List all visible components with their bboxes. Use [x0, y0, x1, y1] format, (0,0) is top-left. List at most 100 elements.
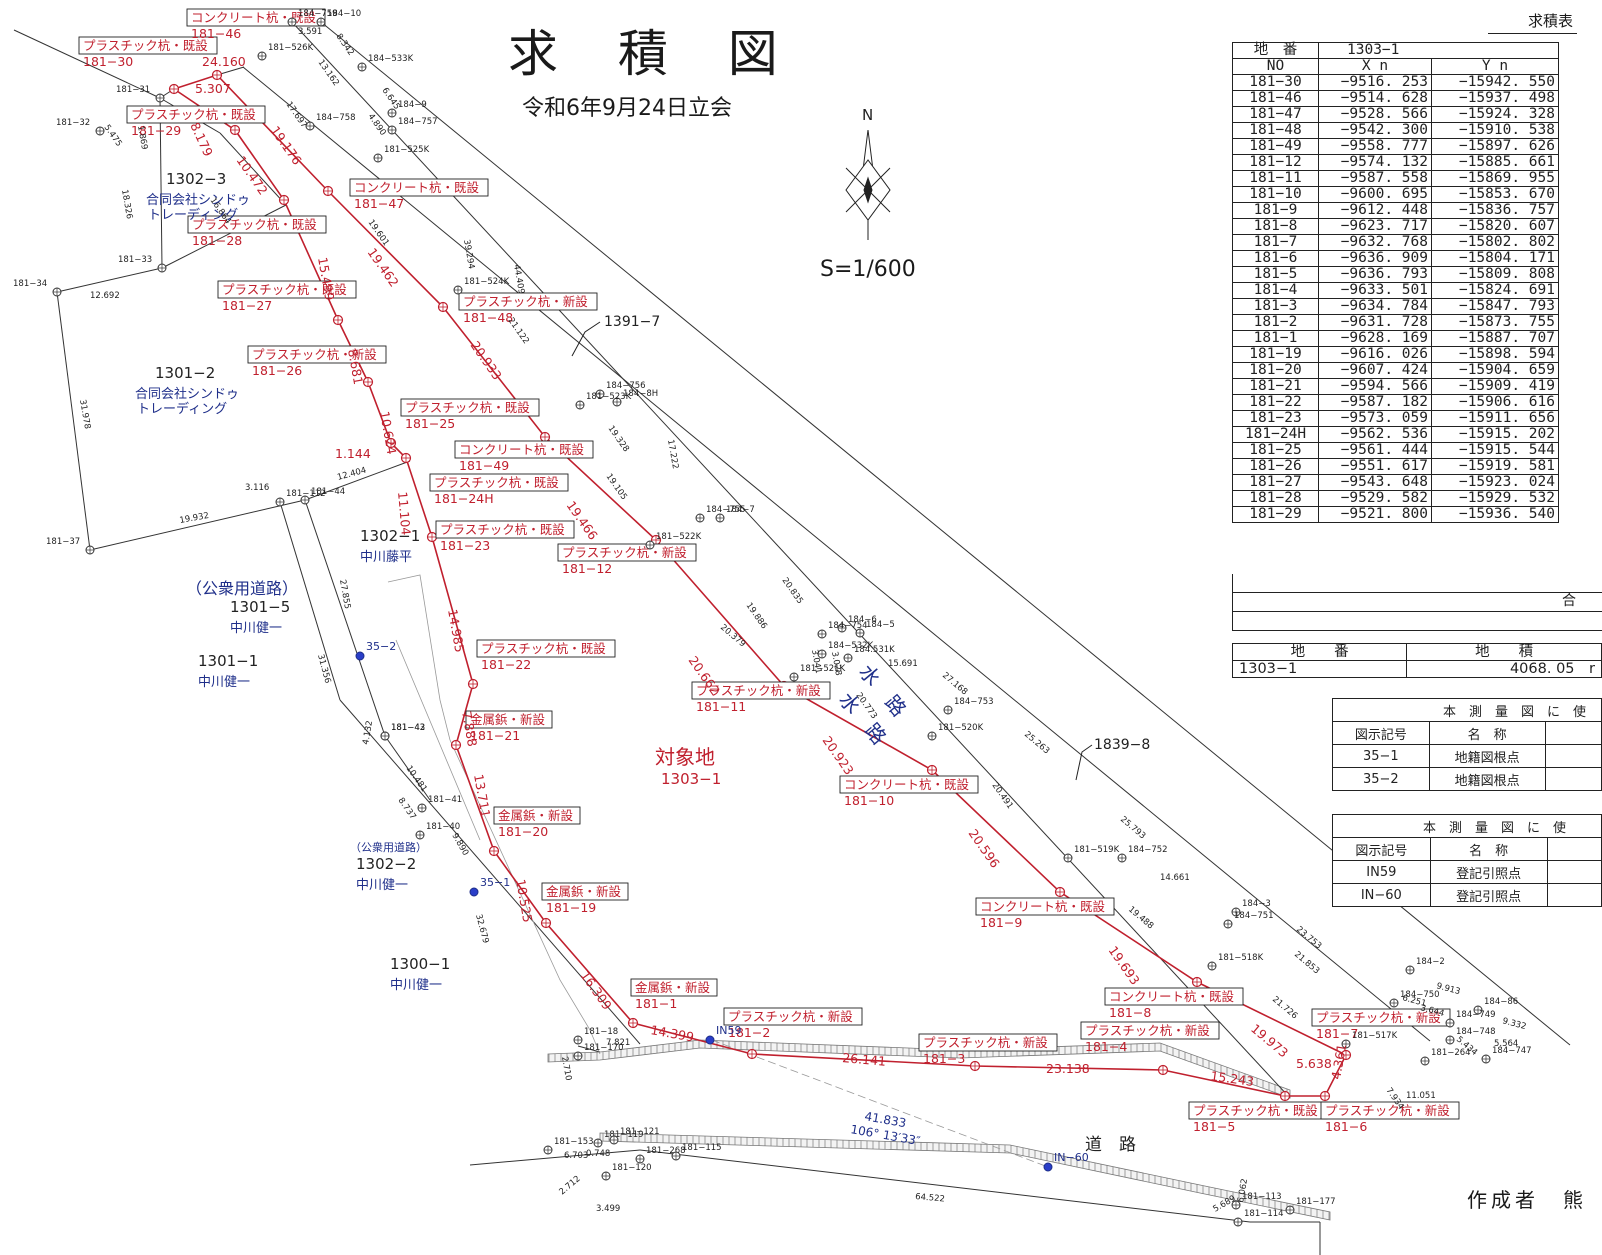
coord-y: −15853. 670 [1431, 186, 1559, 203]
coord-x: −9636. 793 [1318, 266, 1432, 283]
neighbour-distance-label: 18.326 [119, 189, 134, 220]
coord-y: −15809. 808 [1431, 266, 1559, 283]
coord-no: 181−47 [1232, 106, 1319, 123]
col-no: NO [1232, 58, 1319, 75]
control-point: IN59 [705, 1024, 741, 1045]
point-id-label: 184−749 [1456, 1010, 1496, 1020]
coord-row: 181−47−9528. 566−15924. 328 [1232, 106, 1559, 123]
point-id-label: 181−47 [354, 196, 404, 211]
neighbour-point: 184−9 [387, 100, 427, 118]
coord-x: −9514. 628 [1318, 90, 1432, 107]
point-id-label: 184−532K [828, 641, 874, 651]
boundary-distance-label: 19.693 [1106, 943, 1143, 987]
control-row-name: 地籍図根点 [1428, 744, 1546, 768]
coord-no: 181−1 [1232, 330, 1319, 347]
coord-x: −9634. 784 [1318, 298, 1432, 315]
neighbour-point: 184−753 [943, 697, 994, 715]
neighbour-distance-label: 3.591 [298, 27, 322, 37]
neighbour-distance-label: 21.726 [1270, 995, 1299, 1022]
point-id-label: 181−521K [800, 664, 846, 674]
north-arrow-icon [845, 129, 891, 240]
monument-type-label: プラスチック杭・新設 [463, 294, 588, 309]
control-col-symbol: 図示記号 [1332, 721, 1430, 745]
neighbour-point: 184−755 [695, 505, 746, 523]
point-id-label: 181−24H [434, 491, 494, 506]
coord-y: −15904. 659 [1431, 362, 1559, 379]
point-id-label: 181−23 [440, 538, 490, 553]
coord-no: 181−7 [1232, 234, 1319, 251]
coord-x: −9558. 777 [1318, 138, 1432, 155]
point-id-label: 181−18 [584, 1027, 618, 1037]
neighbour-point: 181−518K [1207, 953, 1264, 971]
neighbour-point: 181−43 [380, 723, 425, 741]
point-id-label: 181−20 [498, 824, 548, 839]
point-id-label: 181−40 [426, 822, 460, 832]
point-id-label: 181−119 [604, 1130, 644, 1140]
point-id-label: 181−37 [46, 537, 80, 547]
coord-row: 181−3−9634. 784−15847. 793 [1232, 298, 1559, 315]
coord-x: −9587. 558 [1318, 170, 1432, 187]
coord-no: 181−28 [1232, 490, 1319, 507]
neighbour-point: 184−750 [1389, 990, 1440, 1008]
point-id-label: 181−22 [481, 657, 531, 672]
coord-y: −15924. 328 [1431, 106, 1559, 123]
coord-no: 181−20 [1232, 362, 1319, 379]
neighbour-distance-label: 3.116 [245, 483, 269, 493]
boundary-distance-label: 11.104 [395, 491, 414, 536]
point-id-label: 181−115 [682, 1143, 722, 1153]
point-id-label: 181−48 [463, 310, 513, 325]
neighbour-distance-label: 8.342 [334, 32, 356, 58]
coord-y: −15804. 171 [1431, 250, 1559, 267]
coord-no: 181−3 [1232, 298, 1319, 315]
parcel-number: 1300−1 [390, 955, 450, 973]
area-value: 4068. 05 r [1406, 660, 1602, 678]
coord-y: −15915. 202 [1431, 426, 1559, 443]
neighbour-point: 181−115 [671, 1143, 722, 1161]
neighbour-point: 181−523K [575, 392, 632, 410]
parcel-callout: 1839−8 [1094, 737, 1150, 753]
monument-type-label: プラスチック杭・既設 [83, 38, 208, 53]
coord-y: −15824. 691 [1431, 282, 1559, 299]
point-id-label: 181−5 [1193, 1119, 1235, 1134]
neighbour-point: 181−177 [1285, 1197, 1336, 1215]
coord-x: −9632. 768 [1318, 234, 1432, 251]
coord-no: 181−49 [1232, 138, 1319, 155]
coord-y: −15923. 024 [1431, 474, 1559, 491]
coord-row: 181−20−9607. 424−15904. 659 [1232, 362, 1559, 379]
coord-no: 181−24H [1232, 426, 1319, 443]
neighbour-distance-label: 64.522 [915, 1192, 946, 1205]
coord-y: −15847. 793 [1431, 298, 1559, 315]
neighbour-point: 181−520K [927, 723, 984, 741]
area-header-area: 地 積 [1406, 643, 1602, 661]
reference-point-table: 本 測 量 図 に 使 図示記号 名 称 IN59 登記引照点 IN−60 登記… [1332, 814, 1602, 907]
neighbour-distance-label: 20.491 [990, 781, 1015, 811]
coord-no: 181−27 [1232, 474, 1319, 491]
point-id-label: 184−5 [866, 620, 895, 630]
reference-row-symbol: IN−60 [1332, 883, 1431, 907]
neighbour-point: 184−86 [1473, 997, 1518, 1015]
point-id-label: 181−264 [1431, 1048, 1471, 1058]
point-id-label: 181−522K [656, 532, 702, 542]
parcel-number: 1302−2 [356, 855, 416, 873]
coord-y: −15802. 802 [1431, 234, 1559, 251]
coordinate-table: 地 番 1303−1 NO X n Y n 181−30−9516. 253−1… [1232, 42, 1559, 523]
control-table-title: 本 測 量 図 に 使 [1332, 698, 1602, 722]
point-id-label: 181−26 [252, 363, 302, 378]
neighbour-point: 181−119 [593, 1130, 644, 1148]
point-id-label: 184−754 [828, 621, 868, 631]
point-id-label: 181−113 [1242, 1192, 1282, 1202]
point-id-label: 181−34 [13, 279, 47, 289]
neighbour-distance-label: 25.793 [1118, 815, 1147, 842]
boundary-distance-label: 24.160 [202, 54, 246, 69]
point-id-label: 181−112 [286, 489, 326, 499]
point-id-label: 181−33 [118, 255, 152, 265]
coord-x: −9600. 695 [1318, 186, 1432, 203]
